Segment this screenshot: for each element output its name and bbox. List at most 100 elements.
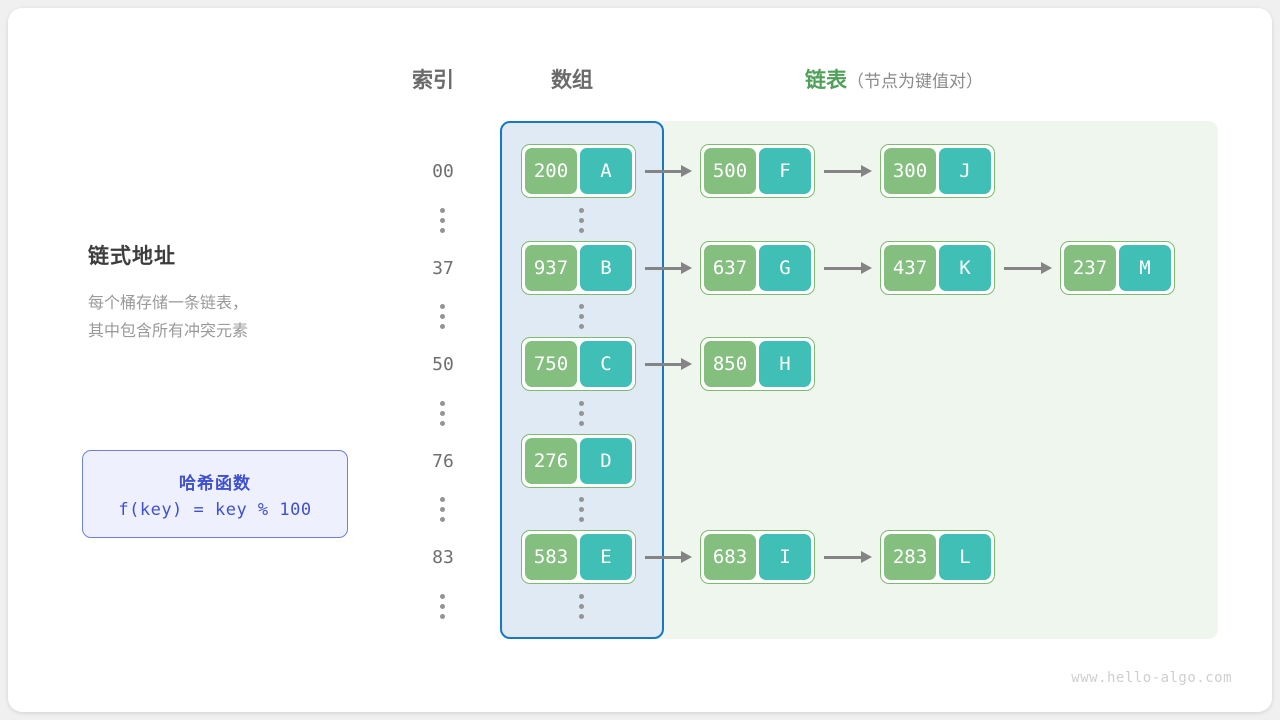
header-linked-list-sublabel: （节点为键值对） [847,72,983,91]
ellipsis-dot [579,314,584,319]
node-value-cell: I [759,534,811,580]
ellipsis-dot [440,314,445,319]
node-key-cell: 276 [525,438,577,484]
ellipsis-dot [579,614,584,619]
arrow-head [861,551,872,563]
arrow-head [681,165,692,177]
node-key-cell: 750 [525,341,577,387]
chain-arrow [824,262,872,274]
ellipsis-dot [440,324,445,329]
node-value-cell: L [939,534,991,580]
arrow-shaft [645,555,681,559]
node-value-cell: K [939,245,991,291]
arrow-head [681,262,692,274]
index-ellipsis [440,594,445,619]
node-key-cell: 583 [525,534,577,580]
section-description: 每个桶存储一条链表， 其中包含所有冲突元素 [88,290,368,346]
ellipsis-dot [579,228,584,233]
ellipsis-dot [579,208,584,213]
chain-arrow [645,165,692,177]
ellipsis-dot [579,411,584,416]
node-value-cell: B [580,245,632,291]
ellipsis-dot [579,497,584,502]
ellipsis-dot [440,208,445,213]
header-index: 索引 [412,69,454,92]
arrow-head [861,262,872,274]
arrow-head [1041,262,1052,274]
hash-function-formula: f(key) = key % 100 [118,499,312,520]
index-label: 00 [432,161,454,182]
diagram-card: 索引 数组 链表（节点为键值对） 链式地址 每个桶存储一条链表，其中包含所有冲突… [8,8,1272,712]
arrow-shaft [645,169,681,173]
arrow-shaft [1004,266,1041,270]
node-key-cell: 637 [704,245,756,291]
chain-arrow [824,551,872,563]
ellipsis-dot [440,421,445,426]
ellipsis-dot [579,401,584,406]
hash-function-box: 哈希函数 f(key) = key % 100 [82,450,348,538]
index-ellipsis [440,497,445,522]
node-value-cell: H [759,341,811,387]
array-ellipsis [579,304,584,329]
section-description-line-0: 每个桶存储一条链表， [88,295,249,312]
ellipsis-dot [579,218,584,223]
node-key-cell: 850 [704,341,756,387]
section-description-line-1: 其中包含所有冲突元素 [88,323,249,340]
node-key-cell: 937 [525,245,577,291]
index-ellipsis [440,208,445,233]
hash-function-title: 哈希函数 [179,473,251,493]
array-ellipsis [579,401,584,426]
node-key-cell: 683 [704,534,756,580]
node-value-cell: F [759,148,811,194]
index-label: 83 [432,547,454,568]
ellipsis-dot [440,614,445,619]
node-value-cell: M [1119,245,1171,291]
array-ellipsis [579,497,584,522]
arrow-head [861,165,872,177]
arrow-shaft [645,362,681,366]
ellipsis-dot [440,411,445,416]
ellipsis-dot [440,304,445,309]
array-ellipsis [579,594,584,619]
chain-arrow [645,358,692,370]
watermark: www.hello-algo.com [1071,670,1232,686]
index-label: 37 [432,258,454,279]
index-ellipsis [440,401,445,426]
index-label: 76 [432,451,454,472]
node-value-cell: D [580,438,632,484]
ellipsis-dot [579,304,584,309]
node-value-cell: G [759,245,811,291]
node-key-cell: 437 [884,245,936,291]
ellipsis-dot [440,218,445,223]
index-label: 50 [432,354,454,375]
index-ellipsis [440,304,445,329]
arrow-shaft [824,169,861,173]
node-value-cell: A [580,148,632,194]
node-key-cell: 300 [884,148,936,194]
section-title: 链式地址 [88,245,176,268]
chain-arrow [645,262,692,274]
ellipsis-dot [579,507,584,512]
arrow-shaft [824,555,861,559]
ellipsis-dot [579,594,584,599]
node-value-cell: E [580,534,632,580]
header-array: 数组 [551,69,593,92]
ellipsis-dot [440,401,445,406]
ellipsis-dot [579,604,584,609]
chain-arrow [824,165,872,177]
arrow-head [681,358,692,370]
node-value-cell: J [939,148,991,194]
